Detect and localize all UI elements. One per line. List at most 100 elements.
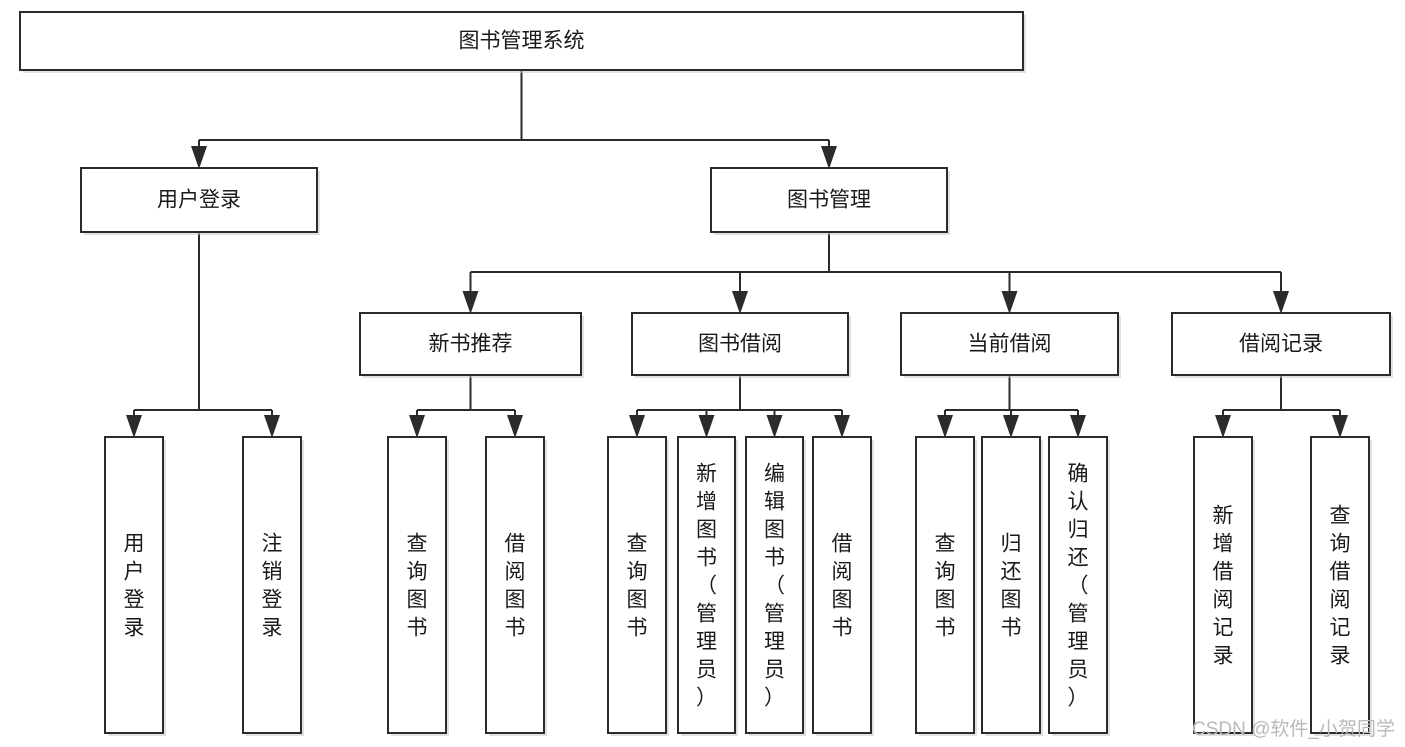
svg-text:图: 图 (505, 589, 526, 612)
svg-text:图: 图 (696, 519, 717, 542)
svg-text:新: 新 (696, 463, 717, 486)
node-box-leaf-add-record[interactable] (1192, 435, 1254, 735)
node-label-borrow-record: 借阅记录 (1239, 333, 1323, 356)
svg-text:书: 书 (407, 617, 428, 640)
svg-text:员: 员 (764, 659, 785, 682)
node-box-new-book-rec[interactable] (358, 311, 583, 377)
node-box-root[interactable] (18, 10, 1025, 72)
svg-text:查: 查 (627, 533, 648, 556)
svg-text:新: 新 (1213, 505, 1234, 528)
svg-text:增: 增 (696, 491, 717, 514)
node-new-book-rec[interactable]: 新书推荐 (358, 311, 584, 378)
edge-group-borrow-record (1215, 375, 1348, 438)
svg-text:阅: 阅 (1330, 589, 1351, 612)
node-borrow-record[interactable]: 借阅记录 (1170, 311, 1393, 378)
svg-text:管: 管 (696, 603, 717, 626)
node-box-leaf-user-login[interactable] (103, 435, 165, 735)
svg-text:书: 书 (1001, 617, 1022, 640)
svg-text:询: 询 (1330, 533, 1351, 556)
svg-text:归: 归 (1068, 519, 1089, 542)
svg-text:书: 书 (935, 617, 956, 640)
node-box-book-borrow[interactable] (630, 311, 850, 377)
nodes-layer: 图书管理系统用户登录图书管理新书推荐图书借阅当前借阅借阅记录用户登录注销登录查询… (18, 10, 1393, 736)
svg-text:书: 书 (764, 547, 785, 570)
svg-text:确: 确 (1068, 463, 1089, 486)
node-book-borrow[interactable]: 图书借阅 (630, 311, 851, 378)
svg-text:查: 查 (407, 533, 428, 556)
node-label-book-borrow: 图书借阅 (698, 333, 782, 356)
node-box-leaf-query-book-2[interactable] (606, 435, 668, 735)
node-box-leaf-return-book[interactable] (980, 435, 1042, 735)
node-label-new-book-rec: 新书推荐 (429, 333, 513, 356)
node-box-book-manage[interactable] (709, 166, 949, 234)
svg-text:管: 管 (1068, 603, 1089, 626)
node-box-leaf-query-book-3[interactable] (914, 435, 976, 735)
svg-text:书: 书 (627, 617, 648, 640)
svg-text:（: （ (764, 575, 785, 598)
svg-text:理: 理 (1068, 631, 1089, 654)
node-box-leaf-edit-book[interactable] (744, 435, 805, 735)
svg-text:理: 理 (764, 631, 785, 654)
node-label-book-manage: 图书管理 (787, 189, 871, 212)
edge-group-book-manage (462, 232, 1289, 314)
node-label-root: 图书管理系统 (459, 30, 585, 53)
edge-group-root (191, 70, 837, 169)
node-box-current-borrow[interactable] (899, 311, 1120, 377)
svg-text:增: 增 (1213, 533, 1234, 556)
svg-text:借: 借 (505, 533, 526, 556)
svg-text:员: 员 (1068, 659, 1089, 682)
node-box-leaf-query-record[interactable] (1309, 435, 1371, 735)
node-box-borrow-record[interactable] (1170, 311, 1392, 377)
node-box-user-login[interactable] (79, 166, 319, 234)
edge-group-book-borrow (629, 375, 850, 438)
node-box-leaf-confirm-return[interactable] (1047, 435, 1109, 735)
node-box-leaf-query-book-1[interactable] (386, 435, 448, 735)
svg-text:辑: 辑 (764, 491, 785, 514)
svg-text:户: 户 (124, 561, 145, 584)
svg-text:询: 询 (407, 561, 428, 584)
svg-text:认: 认 (1068, 491, 1089, 514)
svg-text:借: 借 (1330, 561, 1351, 584)
node-label-leaf-user-login: 用户登录 (124, 533, 145, 640)
svg-text:员: 员 (696, 659, 717, 682)
node-box-leaf-borrow-book-2[interactable] (811, 435, 873, 735)
svg-text:图: 图 (627, 589, 648, 612)
node-box-leaf-add-book[interactable] (676, 435, 737, 735)
svg-text:归: 归 (1001, 533, 1022, 556)
svg-text:）: ） (1068, 687, 1089, 710)
node-label-current-borrow: 当前借阅 (968, 333, 1052, 356)
node-user-login[interactable]: 用户登录 (79, 166, 320, 235)
node-box-leaf-logout[interactable] (241, 435, 303, 735)
node-current-borrow[interactable]: 当前借阅 (899, 311, 1121, 378)
node-root[interactable]: 图书管理系统 (18, 10, 1026, 73)
node-leaf-user-login[interactable]: 用户登录 (103, 435, 166, 736)
svg-text:书: 书 (696, 547, 717, 570)
svg-text:记: 记 (1213, 617, 1234, 640)
edge-group-new-book-rec (409, 375, 523, 438)
svg-text:）: ） (764, 687, 785, 710)
node-book-manage[interactable]: 图书管理 (709, 166, 950, 235)
svg-text:）: ） (696, 687, 717, 710)
svg-text:登: 登 (262, 589, 283, 612)
node-box-leaf-borrow-book-1[interactable] (484, 435, 546, 735)
node-label-user-login: 用户登录 (157, 189, 241, 212)
svg-text:书: 书 (832, 617, 853, 640)
